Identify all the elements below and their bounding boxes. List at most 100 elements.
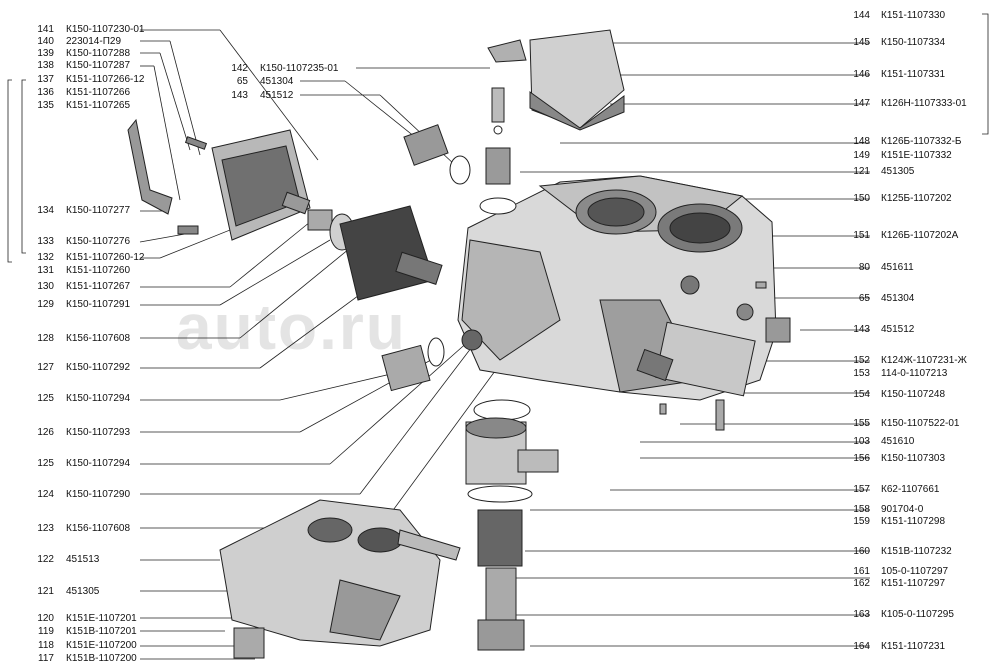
left-part-code: К151В-1107200: [66, 653, 137, 664]
left-callout-number: 136: [37, 87, 54, 98]
right-part-code: К126Б-1107332-Б: [881, 136, 962, 147]
left-part-code: К150-1107277: [66, 205, 131, 216]
left-callout-number: 134: [37, 205, 54, 216]
right-callout-number: 80: [858, 262, 870, 273]
left-part-code: К151-1107260: [66, 265, 131, 276]
right-part-code: К150-1107334: [881, 37, 946, 48]
right-callout-number: 157: [853, 484, 870, 495]
left-callout-number: 139: [37, 48, 54, 59]
right-part-code: К150-1107303: [881, 453, 946, 464]
right-part-code: К125Б-1107202: [881, 193, 952, 204]
right-part-code: К151-1107330: [881, 10, 946, 21]
right-callout-number: 164: [853, 641, 870, 652]
left-callout-number: 119: [38, 626, 54, 637]
right-callout-number: 144: [853, 10, 870, 21]
right-callout-number: 158: [853, 504, 870, 515]
left-callout-number: 129: [37, 299, 54, 310]
right-callout-number: 149: [853, 150, 870, 161]
left-callout-number: 132: [37, 252, 54, 263]
left-callout-number: 125: [37, 458, 54, 469]
right-part-code: К151Е-1107332: [881, 150, 952, 161]
left-callout-number: 126: [37, 427, 54, 438]
left-callout-number: 141: [37, 24, 54, 35]
left-part-code: К151-1107265: [66, 100, 131, 111]
left-part-code: К150-1107287: [66, 60, 131, 71]
right-callout-number: 159: [853, 516, 870, 527]
right-callout-number: 161: [853, 566, 870, 577]
right-part-code: К151-1107297: [881, 578, 946, 589]
left-part-code: 451305: [66, 586, 100, 597]
left-callout-number: 138: [37, 60, 54, 71]
right-callout-number: 154: [853, 389, 870, 400]
left-callout-number: 121: [37, 586, 54, 597]
left-callout-number: 135: [37, 100, 54, 111]
right-part-code: К151-1107331: [881, 69, 946, 80]
left-callout-number: 140: [37, 36, 54, 47]
left-part-code: К156-1107608: [66, 333, 131, 344]
right-callout-number: 65: [858, 293, 870, 304]
right-callout-number: 163: [853, 609, 870, 620]
left-callout-number: 127: [37, 362, 54, 373]
left-callout-number: 118: [38, 640, 54, 651]
right-part-code: К126Б-1107202А: [881, 230, 959, 241]
right-callout-number: 153: [853, 368, 870, 379]
right-callout-number: 143: [853, 324, 870, 335]
right-part-code: К126Н-1107333-01: [881, 98, 967, 109]
left-part-code: К150-1107293: [66, 427, 131, 438]
left-part-code: К150-1107292: [66, 362, 131, 373]
inlet-fitting: [465, 399, 559, 651]
right-callout-number: 150: [853, 193, 870, 204]
right-callout-number: 156: [853, 453, 870, 464]
left-part-code: К150-1107290: [66, 489, 131, 500]
left-callout-number: 122: [37, 554, 54, 565]
left-part-code: К150-1107291: [66, 299, 131, 310]
right-part-code: К105-0-1107295: [881, 609, 954, 620]
left-part-code: К150-1107230-01: [66, 24, 145, 35]
left-callout-number: 130: [37, 281, 54, 292]
left-part-code: К151-1107266-12: [66, 74, 145, 85]
left-part-code: К151В-1107201: [66, 626, 137, 637]
left-callout-number: 128: [37, 333, 54, 344]
misc-parts: [636, 281, 791, 431]
middle-part-code: К150-1107235-01: [260, 63, 339, 74]
left-part-code: 451513: [66, 554, 100, 565]
left-callout-number: 137: [37, 74, 54, 85]
left-part-code: К151-1107267: [66, 281, 131, 292]
right-callout-number: 152: [853, 355, 870, 366]
right-part-code: К150-1107248: [881, 389, 946, 400]
right-part-code: 451512: [881, 324, 915, 335]
right-callout-number: 146: [853, 69, 870, 80]
right-callout-number: 147: [853, 98, 870, 109]
left-callout-number: 123: [37, 523, 54, 534]
right-callout-number: 162: [853, 578, 870, 589]
left-part-code: 223014-П29: [66, 36, 122, 47]
right-part-code: К151-1107298: [881, 516, 946, 527]
left-callout-number: 124: [37, 489, 54, 500]
assembled-carburetor: [219, 499, 461, 659]
left-part-code: К151Е-1107201: [66, 613, 137, 624]
middle-part-code: 451512: [260, 90, 294, 101]
right-callout-number: 160: [853, 546, 870, 557]
middle-callout-number: 65: [236, 76, 248, 87]
middle-part-code: 451304: [260, 76, 294, 87]
left-part-code: К151Е-1107200: [66, 640, 137, 651]
right-callout-number: 155: [853, 418, 870, 429]
right-part-code: 105-0-1107297: [881, 566, 949, 577]
pump-assembly: [127, 118, 471, 392]
left-callout-number: 131: [37, 265, 54, 276]
left-callout-number: 125: [37, 393, 54, 404]
left-part-code: К150-1107276: [66, 236, 131, 247]
right-callout-number: 148: [853, 136, 870, 147]
left-part-code: К151-1107260-12: [66, 252, 145, 263]
right-part-code: 451304: [881, 293, 915, 304]
left-part-code: К156-1107608: [66, 523, 131, 534]
left-callout-number: 120: [37, 613, 54, 624]
right-callout-number: 145: [853, 37, 870, 48]
right-part-code: 114-0-1107213: [881, 368, 948, 379]
middle-callout-number: 142: [231, 63, 248, 74]
float-assembly: [479, 29, 625, 215]
right-part-code: К150-1107522-01: [881, 418, 960, 429]
right-part-code: 451305: [881, 166, 915, 177]
right-part-code: 451610: [881, 436, 915, 447]
